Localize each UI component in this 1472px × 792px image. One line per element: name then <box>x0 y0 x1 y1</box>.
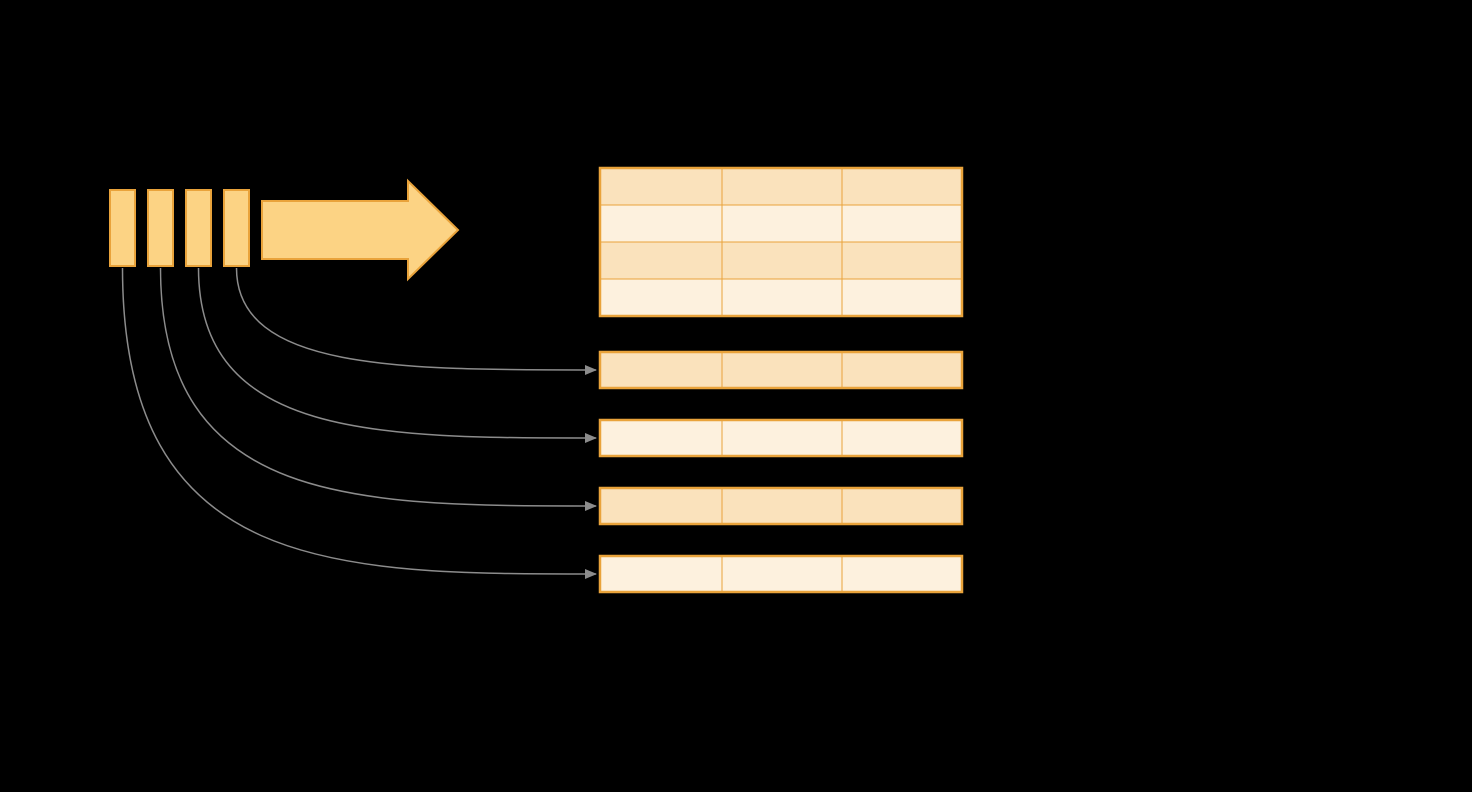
table-row <box>599 167 963 206</box>
row-table-4 <box>598 554 964 594</box>
table-row <box>599 204 963 243</box>
table-border <box>598 486 964 526</box>
table-border <box>598 554 964 594</box>
main-table <box>598 166 964 318</box>
table-row <box>599 555 963 593</box>
table-border <box>598 418 964 458</box>
connector-arrow-1 <box>121 267 597 579</box>
table-row <box>599 351 963 389</box>
connector-arrow-2 <box>159 267 597 511</box>
memory-stack <box>109 189 250 267</box>
stack-bar-2 <box>147 189 174 267</box>
table-border <box>598 166 964 318</box>
stack-bar-3 <box>185 189 212 267</box>
stack-bar-1 <box>109 189 136 267</box>
table-border <box>598 350 964 390</box>
table-row <box>599 278 963 317</box>
row-table-3 <box>598 486 964 526</box>
row-table-2 <box>598 418 964 458</box>
table-row <box>599 487 963 525</box>
row-table-1 <box>598 350 964 390</box>
stack-bar-4 <box>223 189 250 267</box>
table-row <box>599 241 963 280</box>
connector-arrow-3 <box>197 267 597 443</box>
table-row <box>599 419 963 457</box>
flow-arrow <box>261 178 460 282</box>
connector-arrow-4 <box>235 267 597 375</box>
